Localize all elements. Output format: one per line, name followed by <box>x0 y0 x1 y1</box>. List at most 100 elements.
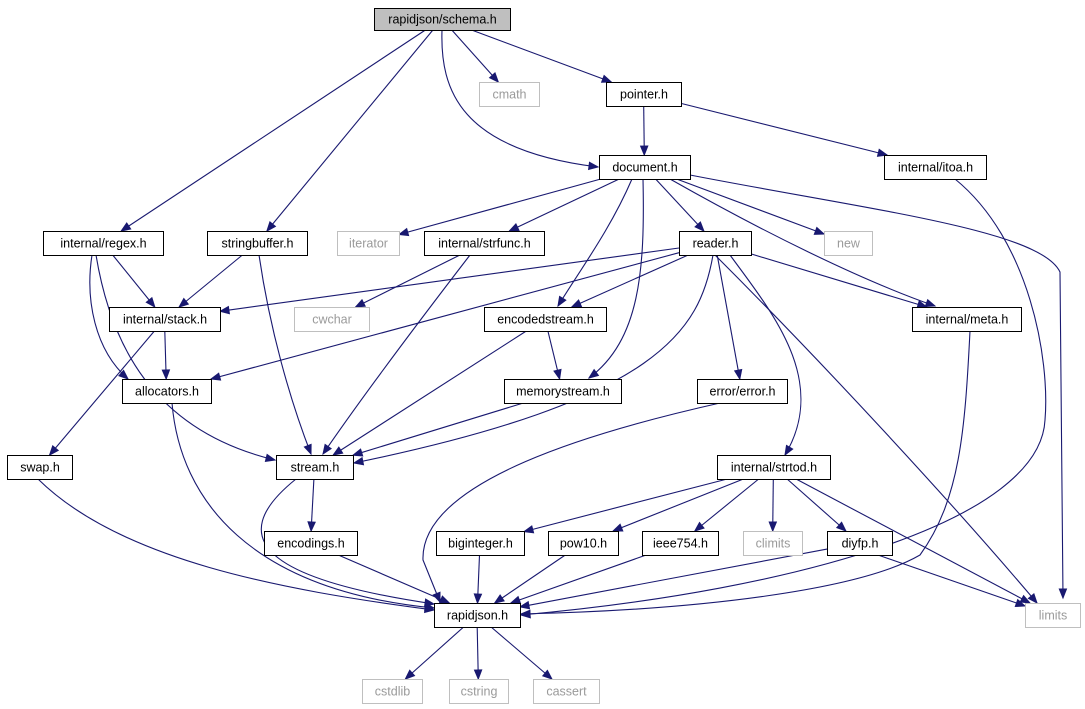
node-box <box>7 455 73 480</box>
edge-arrowhead <box>541 669 553 680</box>
node-stream[interactable]: stream.h <box>276 455 354 480</box>
edge-document-to-iterator <box>397 178 601 237</box>
node-box <box>743 531 803 556</box>
node-box <box>717 455 831 480</box>
node-meta[interactable]: internal/meta.h <box>912 307 1022 332</box>
edge-line <box>112 254 156 308</box>
node-pow10[interactable]: pow10.h <box>548 531 619 556</box>
node-stringbuffer[interactable]: stringbuffer.h <box>207 231 308 256</box>
node-box <box>548 531 619 556</box>
edge-line <box>338 554 450 604</box>
edge-arrowhead <box>424 604 436 614</box>
edge-arrowhead <box>693 521 705 532</box>
node-box <box>449 679 509 704</box>
node-label: cassert <box>546 685 587 699</box>
edge-line <box>471 29 612 83</box>
edge-line <box>669 178 936 307</box>
edge-line <box>210 252 680 380</box>
edge-arrowhead <box>161 369 171 381</box>
node-strtod[interactable]: internal/strtod.h <box>717 455 831 480</box>
edge-line <box>612 478 744 532</box>
edge-line <box>451 29 499 83</box>
edge-arrowhead <box>1014 598 1027 608</box>
edge-arrowhead <box>508 223 520 232</box>
node-label: document.h <box>612 161 677 175</box>
edge-arrowhead <box>570 299 583 308</box>
edge-line <box>355 254 461 308</box>
node-label: new <box>837 237 861 251</box>
node-encodedstream[interactable]: encodedstream.h <box>484 307 607 332</box>
node-box <box>824 231 873 256</box>
edge-arrowhead <box>307 521 316 533</box>
node-cmath: cmath <box>479 82 540 107</box>
edge-line <box>689 174 1064 599</box>
node-box <box>362 679 423 704</box>
node-iterator: iterator <box>337 231 400 256</box>
edge-document-to-strfunc <box>508 178 620 232</box>
edge-arrowhead <box>493 594 505 604</box>
node-label: stringbuffer.h <box>221 237 293 251</box>
node-box <box>207 231 308 256</box>
edge-arrowhead <box>404 669 416 680</box>
node-label: reader.h <box>693 237 739 251</box>
edge-arrowhead <box>218 305 230 315</box>
node-error[interactable]: error/error.h <box>697 379 788 404</box>
edge-arrowhead <box>397 227 410 237</box>
edge-line <box>322 254 471 455</box>
node-label: cmath <box>492 88 526 102</box>
node-cwchar: cwchar <box>294 307 370 332</box>
edge-strtod-to-diyfp <box>786 478 847 532</box>
node-diyfp[interactable]: diyfp.h <box>827 531 893 556</box>
edge-line <box>171 402 435 609</box>
node-label: rapidjson.h <box>447 609 508 623</box>
node-ieee754[interactable]: ieee754.h <box>642 531 719 556</box>
node-strfunc[interactable]: internal/strfunc.h <box>424 231 545 256</box>
edge-stringbuffer-to-stream <box>258 254 312 456</box>
node-biginteger[interactable]: biginteger.h <box>436 531 525 556</box>
edge-line <box>120 29 426 232</box>
node-encodings[interactable]: encodings.h <box>264 531 358 556</box>
node-rapidjson[interactable]: rapidjson.h <box>434 603 521 628</box>
edge-arrowhead <box>518 600 531 610</box>
edge-line <box>49 330 155 456</box>
edge-line <box>510 554 647 604</box>
edge-line <box>353 254 714 464</box>
edge-line <box>519 548 828 608</box>
node-reader[interactable]: reader.h <box>679 231 752 256</box>
node-climits: climits <box>743 531 803 556</box>
node-label: cwchar <box>312 313 352 327</box>
node-memorystream[interactable]: memorystream.h <box>504 379 622 404</box>
node-allocators[interactable]: allocators.h <box>122 379 212 404</box>
edge-meta-to-rapidjson <box>519 330 971 619</box>
node-document[interactable]: document.h <box>599 155 691 180</box>
node-label: internal/itoa.h <box>898 161 973 175</box>
node-pointer[interactable]: pointer.h <box>606 82 682 107</box>
edge-line <box>795 478 1031 604</box>
edge-arrowhead <box>553 368 562 381</box>
node-label: diyfp.h <box>842 537 879 551</box>
node-label: pow10.h <box>560 537 607 551</box>
edge-arrowhead <box>145 296 156 309</box>
edge-document-to-limits <box>689 174 1068 600</box>
edge-schema-to-cmath <box>451 29 500 83</box>
edge-line <box>494 554 566 604</box>
node-swap[interactable]: swap.h <box>7 455 73 480</box>
node-box <box>1025 603 1081 628</box>
node-box <box>642 531 719 556</box>
edge-line <box>877 554 1026 607</box>
node-regex[interactable]: internal/regex.h <box>43 231 164 256</box>
edge-reader-to-encodedstream <box>570 254 689 308</box>
edge-regex-to-stack <box>112 254 156 309</box>
edge-arrowhead <box>835 521 847 532</box>
node-itoa[interactable]: internal/itoa.h <box>884 155 987 180</box>
edge-line <box>422 402 721 603</box>
node-box <box>436 531 525 556</box>
edge-arrowhead <box>694 221 705 232</box>
edge-arrowhead <box>266 220 277 233</box>
edge-arrowhead <box>424 598 436 607</box>
edge-line <box>520 178 1047 616</box>
edge-line <box>490 626 553 680</box>
node-label: encodedstream.h <box>497 313 594 327</box>
node-stack[interactable]: internal/stack.h <box>109 307 221 332</box>
edge-stack-to-allocators <box>161 330 171 381</box>
